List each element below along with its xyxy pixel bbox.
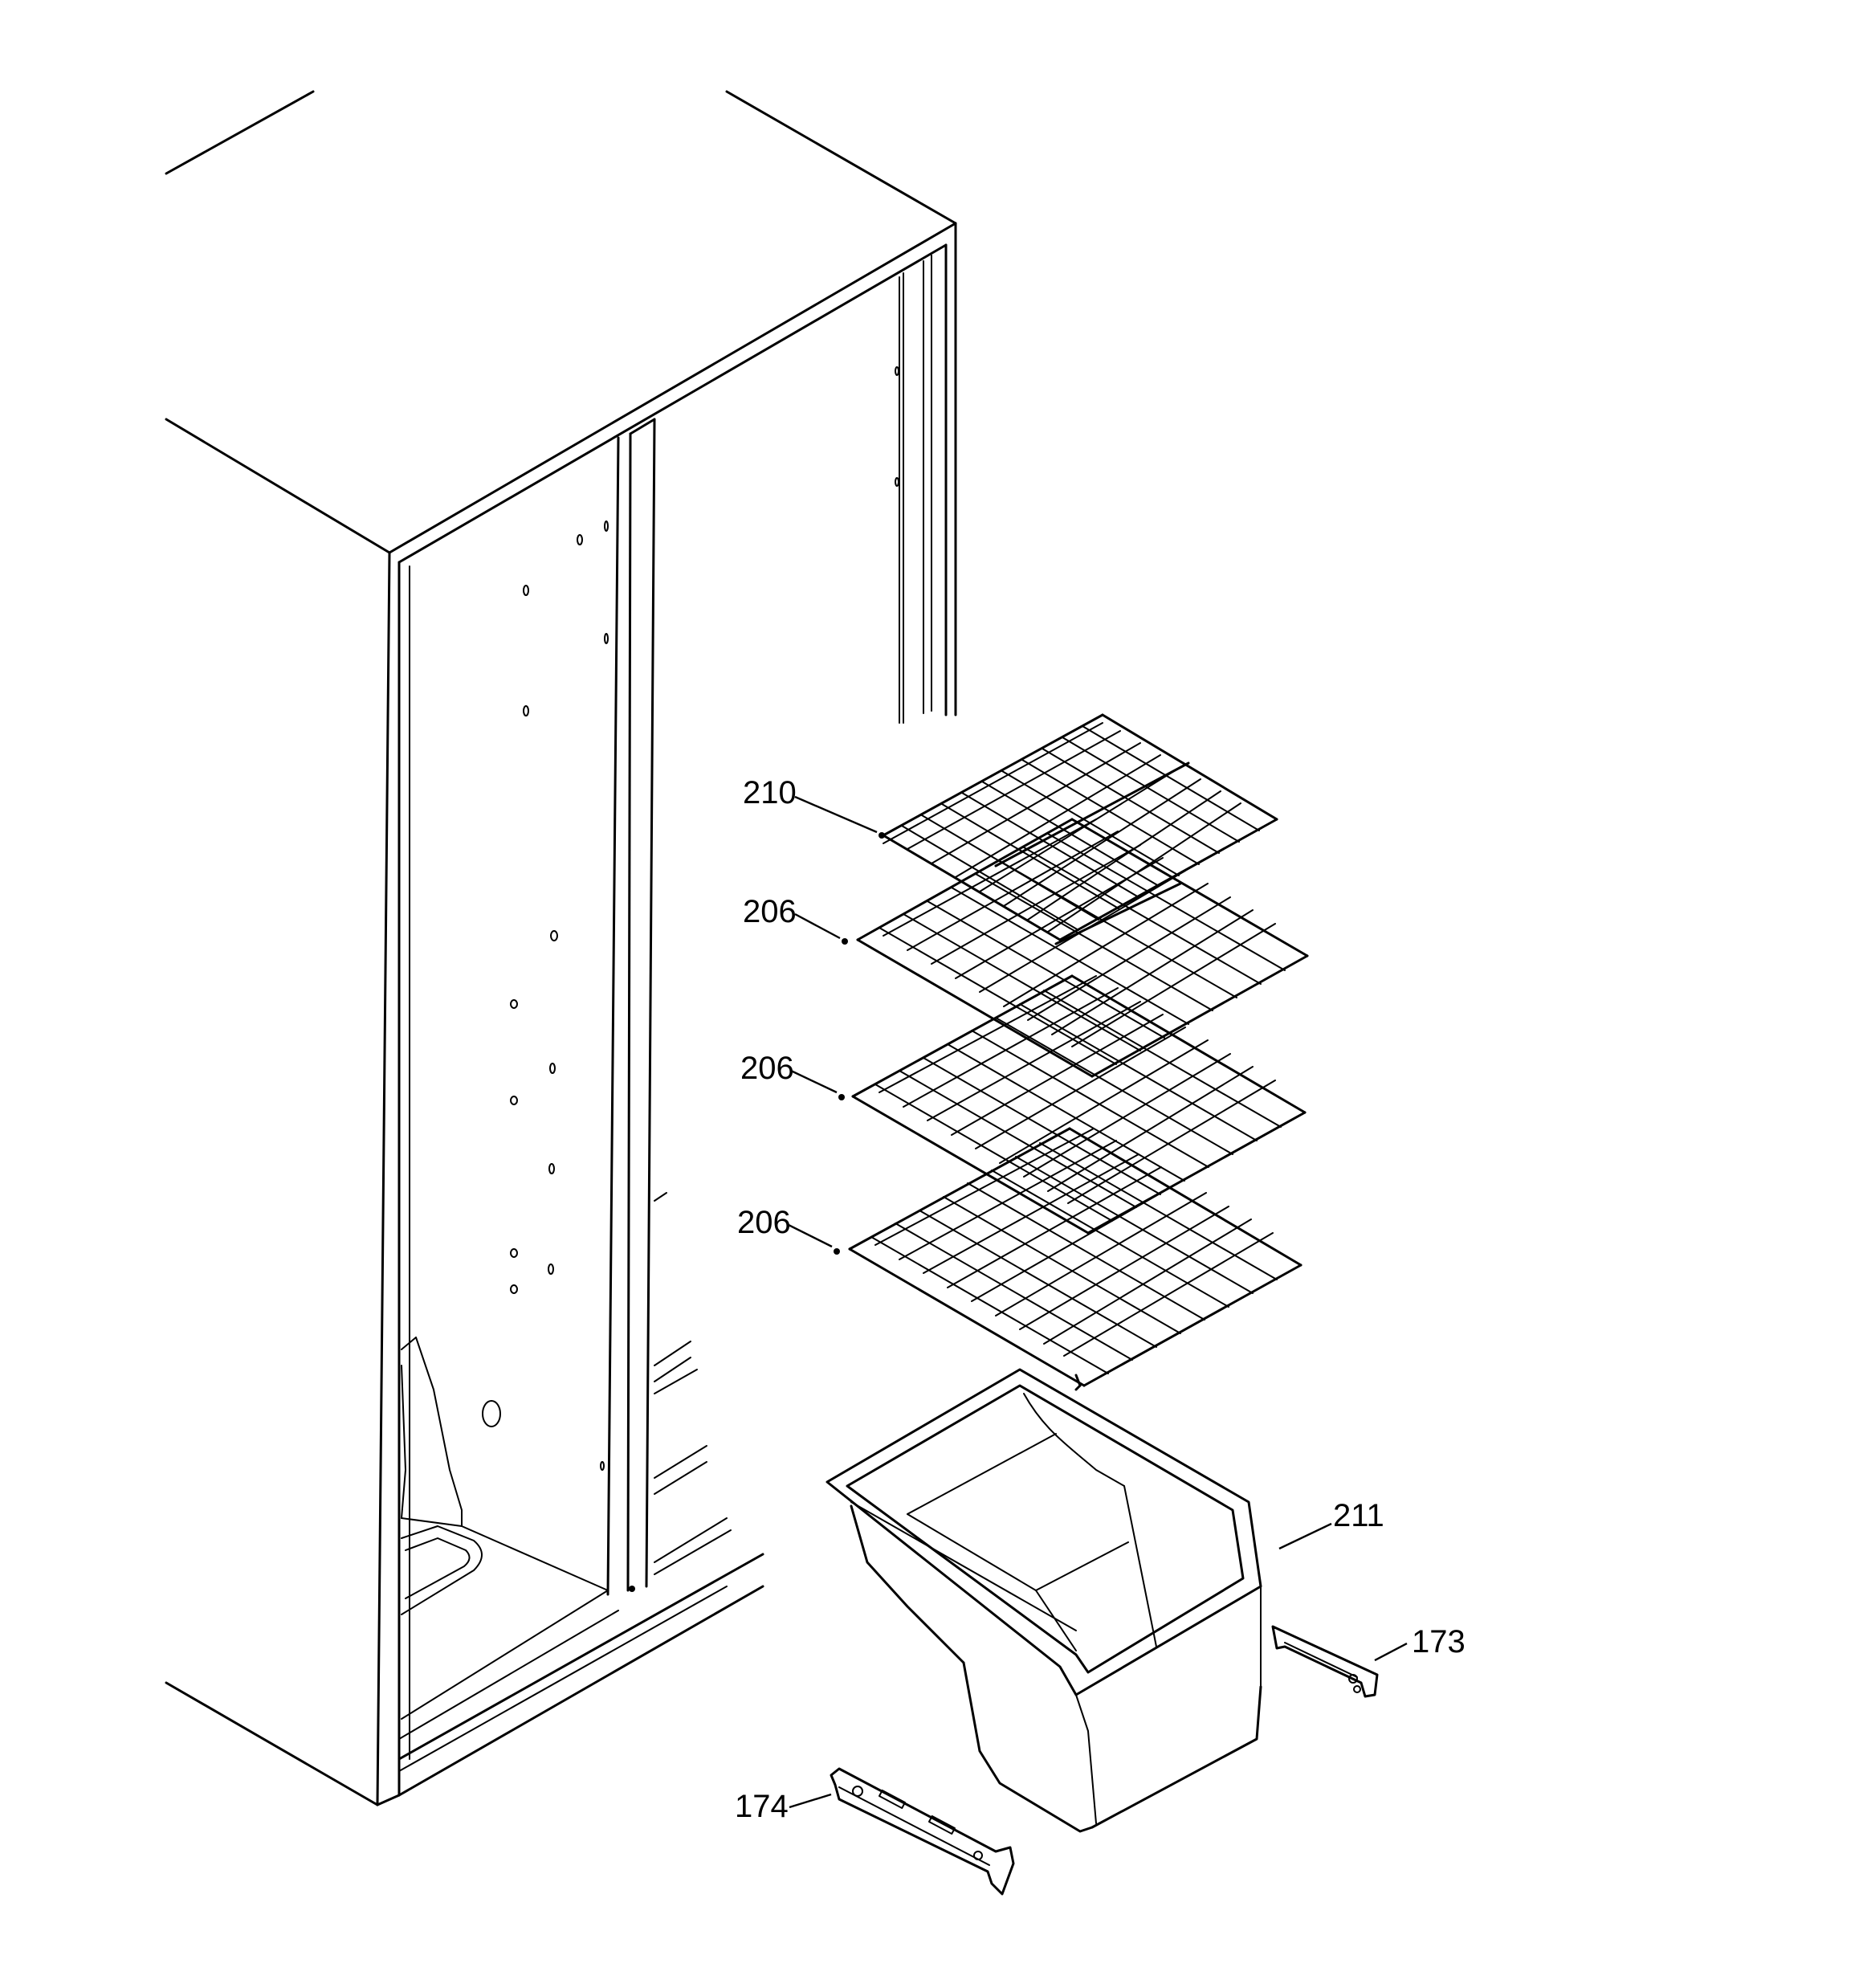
callout-206-b: 206 (740, 1051, 794, 1086)
slide-rail-173 (1271, 1625, 1379, 1698)
callout-leaders (788, 795, 1408, 1809)
callout-labels: 210 206 206 206 211 173 174 (735, 775, 1466, 1824)
shelf-206-2 (838, 974, 1307, 1235)
shelf-206-3 (834, 1127, 1302, 1391)
refrigerator-cabinet (165, 90, 957, 1806)
wire-shelves (834, 713, 1309, 1391)
callout-206-c: 206 (737, 1205, 791, 1240)
callout-174: 174 (735, 1789, 789, 1824)
slide-rail-174 (830, 1767, 1015, 1896)
shelf-206-1 (842, 818, 1309, 1078)
freezer-basket-211 (826, 1368, 1262, 1833)
callout-206-a: 206 (743, 894, 797, 929)
callout-173: 173 (1412, 1624, 1466, 1659)
callout-210: 210 (743, 775, 797, 810)
callout-211: 211 (1333, 1498, 1384, 1533)
shelf-support-holes (482, 366, 899, 1592)
